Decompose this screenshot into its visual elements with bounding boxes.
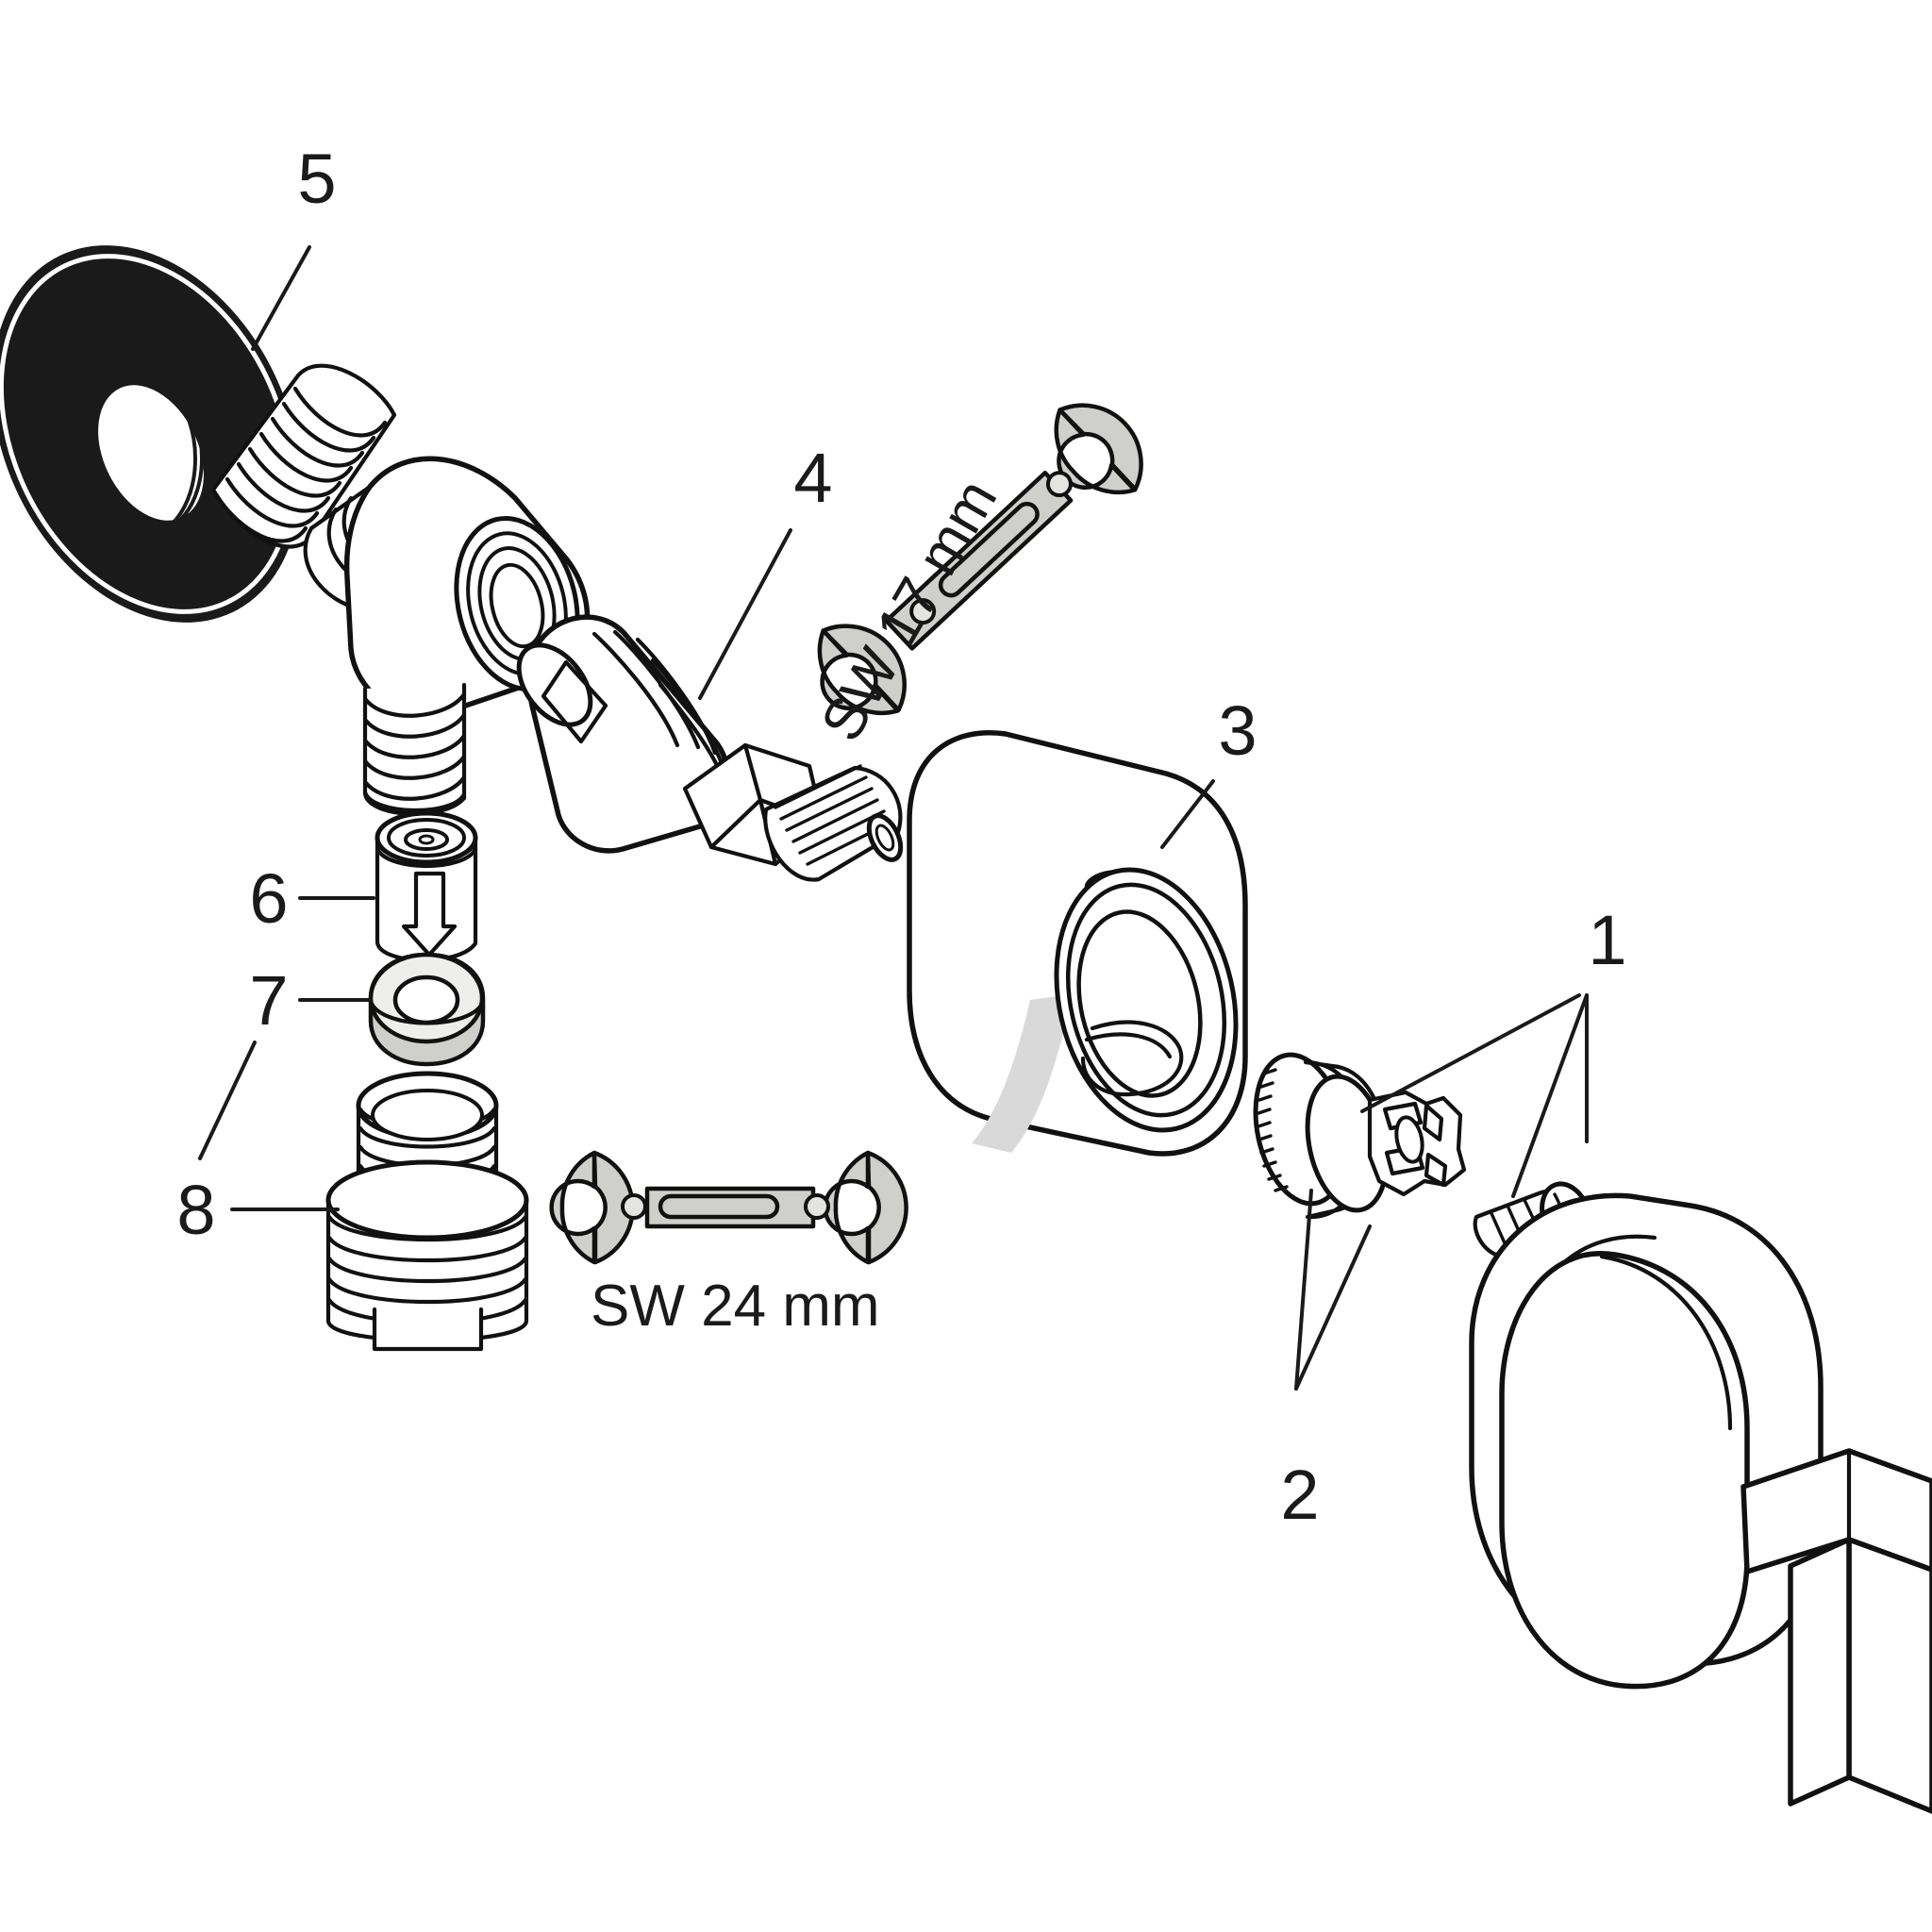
spline-crown (1367, 1090, 1467, 1197)
elbow-outlet-thread (362, 682, 467, 816)
leader-line-2a (1294, 1189, 1313, 1391)
leader-line-2b (1294, 1224, 1372, 1391)
elbow-inlet-thread (210, 363, 397, 549)
sw24-label: SW 24 mm (591, 1274, 880, 1339)
callout-label-6: 6 (249, 859, 288, 938)
callout-label-2: 2 (1280, 1456, 1319, 1534)
part-3-escutcheon-sleeve (907, 730, 1248, 1157)
part-6-non-return-valve (375, 810, 478, 962)
lever-handle-assembly (1469, 1192, 1932, 1814)
leader-line-1a (1360, 993, 1581, 1113)
tool-sw17-wrench (817, 403, 1143, 716)
part-1-spline-adapter (1253, 1052, 1467, 1220)
callout-label-1: 1 (1588, 901, 1626, 979)
tool-sw24-wrench (549, 1150, 908, 1265)
leader-line-4 (698, 528, 792, 700)
callout-label-3: 3 (1218, 691, 1257, 770)
part-8-threaded-extension-adapter (325, 1071, 529, 1352)
part-4-cartridge (516, 614, 904, 882)
leader-lines (198, 245, 1589, 1391)
valve-elbow-body (210, 363, 591, 816)
leader-line-7-diagonal (198, 1041, 257, 1160)
part-7-sealing-washer (368, 952, 486, 1067)
leader-line-3 (1160, 779, 1215, 849)
elbow-outlet-socket (454, 515, 580, 692)
part-5-wall-flange-rosette (0, 245, 301, 623)
leader-line-5 (251, 245, 311, 351)
open-end-wrench-icon (817, 403, 1143, 716)
callout-label-8: 8 (176, 1171, 215, 1249)
callout-label-4: 4 (793, 439, 832, 517)
open-end-wrench-icon (549, 1150, 908, 1265)
leader-line-1b (1511, 993, 1589, 1198)
cartridge-spline-stem (763, 764, 904, 882)
callout-label-7: 7 (249, 961, 288, 1040)
sw17-label: SW 17 mm (808, 469, 1009, 752)
flow-direction-down-arrow-icon (401, 871, 458, 958)
callout-label-5: 5 (297, 140, 336, 218)
